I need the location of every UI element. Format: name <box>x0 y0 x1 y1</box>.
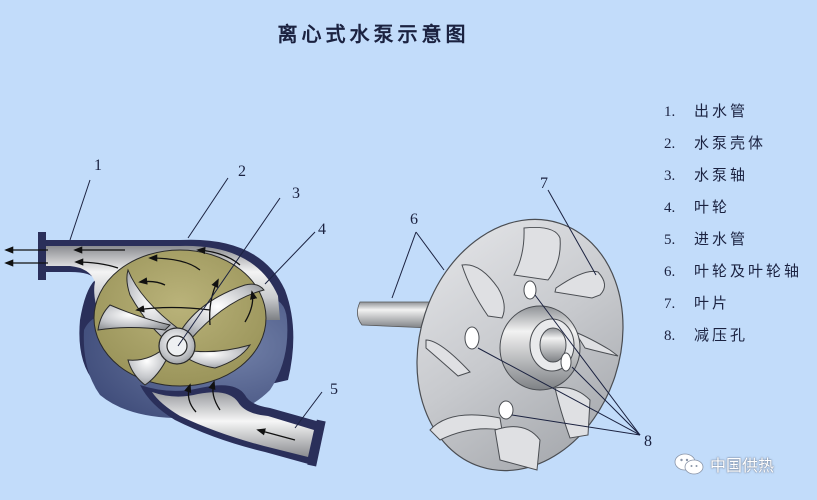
pump-shaft <box>166 335 188 357</box>
impeller-blades <box>425 227 619 471</box>
callout-7: 7 <box>540 175 548 192</box>
callout-6: 6 <box>410 211 418 228</box>
callout-lines-left <box>69 177 323 429</box>
callout-4: 4 <box>318 221 326 238</box>
watermark: 中国供热 <box>674 452 774 476</box>
callout-5: 5 <box>330 381 338 398</box>
impeller-3d: 6 7 8 <box>357 175 652 472</box>
callout-lines-right <box>391 189 641 436</box>
legend-item-pump-casing: 2.水泵壳体 <box>664 134 767 152</box>
legend-item-blade: 7.叶片 <box>664 294 731 312</box>
legend-item-outlet-pipe: 1.出水管 <box>664 102 749 120</box>
inlet-pipe-interior <box>152 392 314 457</box>
pump-cross-section: 1 2 3 4 5 <box>4 157 338 467</box>
callout-8: 8 <box>644 433 652 450</box>
legend-item-inlet-pipe: 5.进水管 <box>664 230 749 248</box>
pressure-relief-holes <box>464 280 572 420</box>
legend-item-impeller: 4.叶轮 <box>664 198 731 216</box>
watermark-text: 中国供热 <box>710 456 775 475</box>
wechat-icon <box>674 453 704 475</box>
legend-item-impeller-and-shaft: 6.叶轮及叶轮轴 <box>664 262 803 280</box>
callout-3: 3 <box>292 185 300 202</box>
callout-2: 2 <box>238 163 246 180</box>
title-text: 离心式水泵示意图 <box>277 22 470 46</box>
hub-bore <box>539 327 567 363</box>
diagram-title: 离心式水泵示意图 <box>0 18 817 47</box>
inlet-flange <box>307 419 326 467</box>
legend: 1.出水管 2.水泵壳体 3.水泵轴 4.叶轮 5.进水管 6.叶轮及叶轮轴 7… <box>664 100 802 356</box>
legend-item-relief-hole: 8.减压孔 <box>664 326 749 344</box>
flow-arrows <box>4 246 296 441</box>
callout-1: 1 <box>94 157 102 174</box>
legend-item-pump-shaft: 3.水泵轴 <box>664 166 749 184</box>
impeller-shaft <box>357 301 433 329</box>
